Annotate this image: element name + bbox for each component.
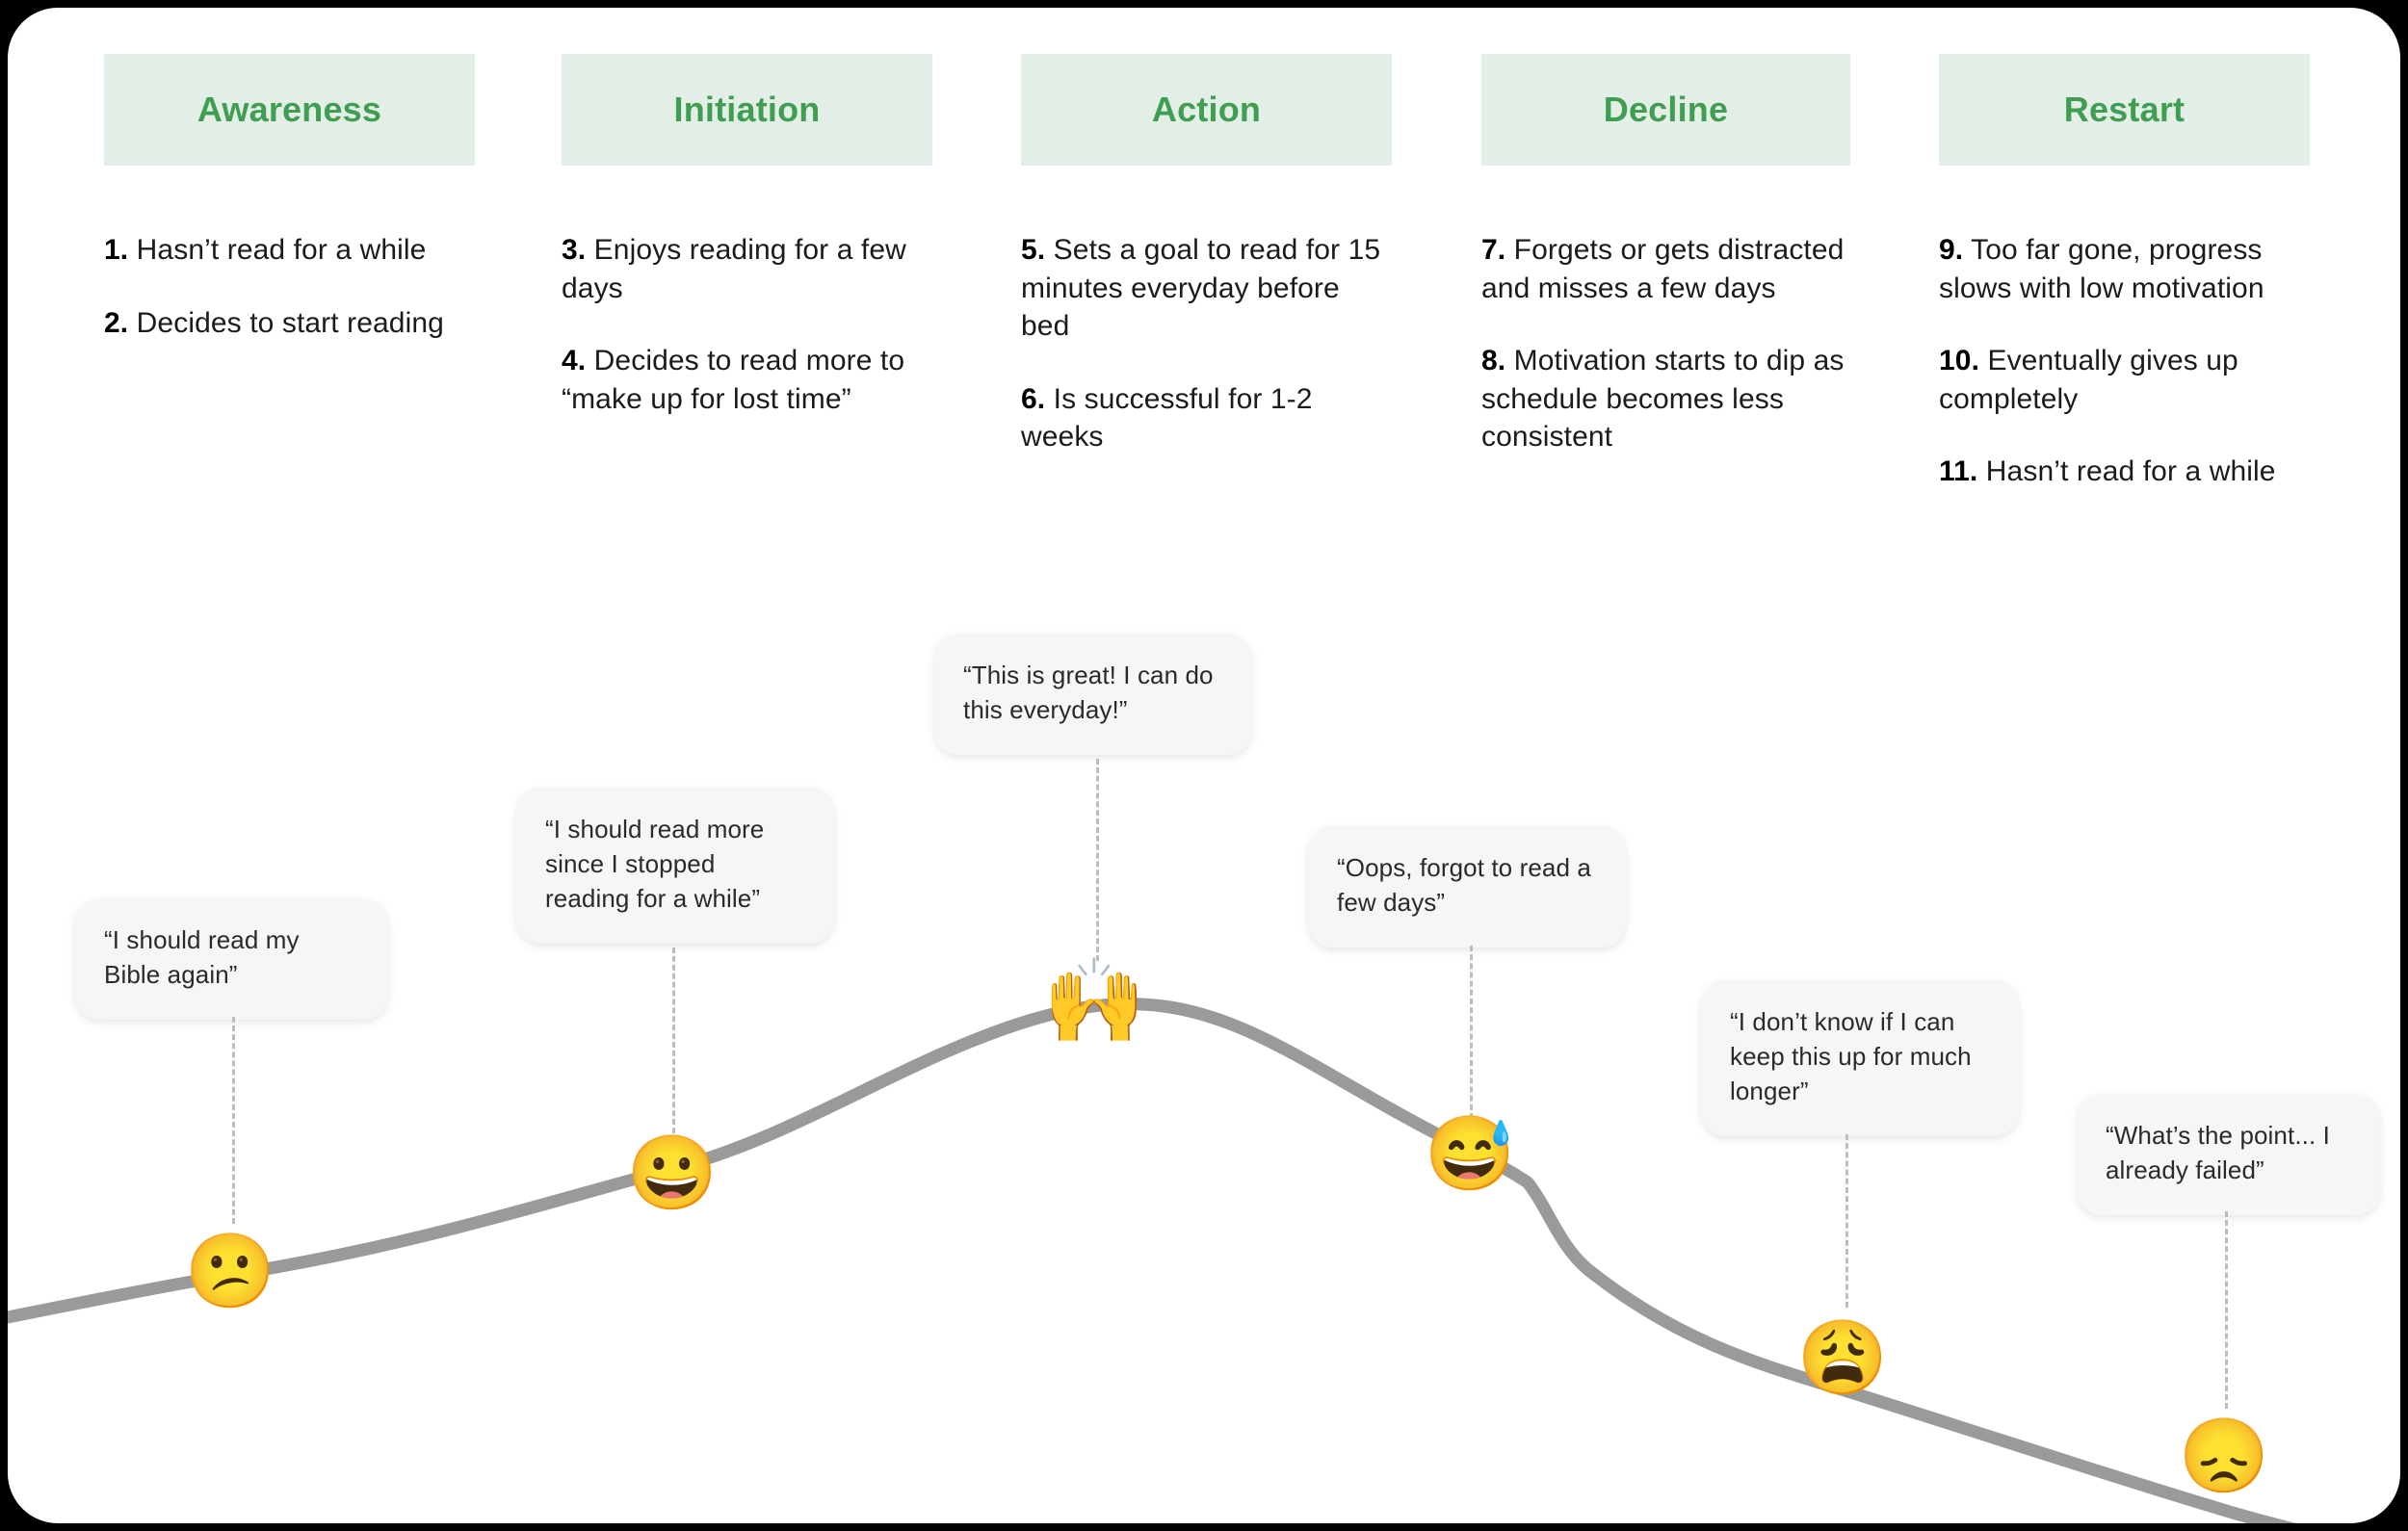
bubble-connector [232, 1017, 235, 1224]
bubble-connector [1845, 1134, 1848, 1308]
phase-steps-initiation: 3. Enjoys reading for a few days 4. Deci… [562, 231, 932, 418]
step-item: 5. Sets a goal to read for 15 minutes ev… [1021, 231, 1382, 346]
step-number: 10. [1939, 345, 1980, 377]
phase-steps-restart: 9. Too far gone, progress slows with low… [1939, 231, 2319, 491]
step-text: Enjoys reading for a few days [562, 234, 906, 304]
emoji-marker-confused-face[interactable]: 😕 [185, 1231, 276, 1313]
step-number: 2. [104, 306, 129, 339]
emoji-marker-raising-hands[interactable]: 🙌 [1042, 953, 1145, 1050]
phase-header-restart[interactable]: Restart [1939, 54, 2310, 166]
step-text: Hasn’t read for a while [136, 234, 427, 266]
phase-header-initiation[interactable]: Initiation [562, 54, 932, 166]
step-number: 8. [1481, 345, 1506, 377]
speech-bubble-text: “I should read more since I stopped read… [545, 815, 765, 913]
journey-map-card: Awareness 1. Hasn’t read for a while 2. … [8, 8, 2400, 1523]
step-text: Hasn’t read for a while [1985, 455, 2276, 488]
emoji-marker-grinning-face-with-sweat[interactable]: 😅 [1425, 1113, 1516, 1196]
speech-bubble[interactable]: “I should read more since I stopped read… [516, 788, 834, 944]
speech-bubble-text: “This is great! I can do this everyday!” [963, 661, 1214, 724]
speech-bubble[interactable]: “I don’t know if I can keep this up for … [1701, 980, 2019, 1136]
speech-bubble-text: “What’s the point... I already failed” [2106, 1121, 2330, 1184]
phase-header-action[interactable]: Action [1021, 54, 1392, 166]
speech-bubble[interactable]: “I should read my Bible again” [75, 898, 388, 1020]
step-item: 9. Too far gone, progress slows with low… [1939, 231, 2319, 307]
step-number: 9. [1939, 234, 1964, 266]
step-text: Too far gone, progress slows with low mo… [1939, 234, 2264, 304]
weary-face-icon: 😩 [1796, 1317, 1889, 1399]
emotion-curve-line [8, 998, 2297, 1523]
phase-columns: Awareness 1. Hasn’t read for a while 2. … [8, 8, 2400, 624]
phase-header-decline[interactable]: Decline [1481, 54, 1850, 166]
step-item: 6. Is successful for 1-2 weeks [1021, 380, 1382, 456]
step-text: Decides to start reading [136, 306, 444, 339]
step-number: 6. [1021, 382, 1046, 415]
step-text: Motivation starts to dip as schedule bec… [1481, 345, 1845, 454]
step-text: Eventually gives up completely [1939, 345, 2238, 415]
phase-title-restart: Restart [2063, 90, 2186, 129]
phase-title-action: Action [1151, 90, 1262, 129]
phase-column-action: Action 5. Sets a goal to read for 15 min… [1021, 54, 1392, 491]
step-item: 3. Enjoys reading for a few days [562, 231, 932, 307]
bubble-connector [2225, 1211, 2228, 1409]
speech-bubble[interactable]: “What’s the point... I already failed” [2077, 1094, 2380, 1215]
phase-steps-awareness: 1. Hasn’t read for a while 2. Decides to… [104, 231, 460, 342]
speech-bubble-text: “I should read my Bible again” [104, 925, 300, 989]
step-number: 5. [1021, 234, 1046, 266]
emoji-marker-disappointed-face[interactable]: 😞 [2179, 1415, 2270, 1498]
bubble-connector [1470, 946, 1473, 1119]
phase-title-awareness: Awareness [196, 90, 382, 129]
phase-title-decline: Decline [1603, 90, 1729, 129]
bubble-connector [1096, 759, 1099, 961]
grinning-face-with-sweat-icon: 😅 [1424, 1113, 1516, 1195]
step-item: 1. Hasn’t read for a while [104, 231, 460, 270]
speech-bubble[interactable]: “This is great! I can do this everyday!” [934, 634, 1252, 755]
phase-title-initiation: Initiation [673, 90, 821, 129]
grinning-face-icon: 😀 [626, 1132, 719, 1214]
raising-hands-icon: 🙌 [1042, 955, 1146, 1048]
step-number: 7. [1481, 234, 1506, 266]
step-item: 8. Motivation starts to dip as schedule … [1481, 342, 1857, 456]
step-item: 2. Decides to start reading [104, 304, 460, 343]
step-number: 1. [104, 234, 129, 266]
phase-column-awareness: Awareness 1. Hasn’t read for a while 2. … [104, 54, 475, 376]
step-item: 4. Decides to read more to “make up for … [562, 342, 932, 418]
step-item: 11. Hasn’t read for a while [1939, 453, 2319, 491]
emoji-marker-grinning-face[interactable]: 😀 [627, 1132, 719, 1215]
step-text: Is successful for 1-2 weeks [1021, 382, 1313, 454]
step-number: 11. [1939, 455, 1978, 488]
step-item: 7. Forgets or gets distracted and misses… [1481, 231, 1857, 307]
bubble-connector [672, 947, 675, 1142]
emoji-marker-weary-face[interactable]: 😩 [1797, 1317, 1889, 1400]
step-item: 10. Eventually gives up completely [1939, 342, 2319, 418]
confused-face-icon: 😕 [184, 1231, 276, 1312]
disappointed-face-icon: 😞 [2178, 1415, 2270, 1497]
phase-steps-decline: 7. Forgets or gets distracted and misses… [1481, 231, 1857, 456]
step-number: 4. [562, 345, 587, 377]
speech-bubble-text: “Oops, forgot to read a few days” [1337, 853, 1591, 917]
emotion-curve-section: “I should read my Bible again” 😕 “I shou… [8, 585, 2400, 1523]
phase-column-restart: Restart 9. Too far gone, progress slows … [1939, 54, 2310, 526]
step-text: Forgets or gets distracted and misses a … [1481, 234, 1845, 304]
phase-header-awareness[interactable]: Awareness [104, 54, 475, 166]
phase-column-decline: Decline 7. Forgets or gets distracted an… [1481, 54, 1850, 491]
phase-column-initiation: Initiation 3. Enjoys reading for a few d… [562, 54, 932, 453]
step-text: Decides to read more to “make up for los… [562, 345, 905, 415]
speech-bubble[interactable]: “Oops, forgot to read a few days” [1308, 826, 1626, 947]
step-text: Sets a goal to read for 15 minutes every… [1021, 234, 1381, 343]
step-number: 3. [562, 234, 587, 266]
speech-bubble-text: “I don’t know if I can keep this up for … [1730, 1007, 1972, 1105]
phase-steps-action: 5. Sets a goal to read for 15 minutes ev… [1021, 231, 1382, 456]
